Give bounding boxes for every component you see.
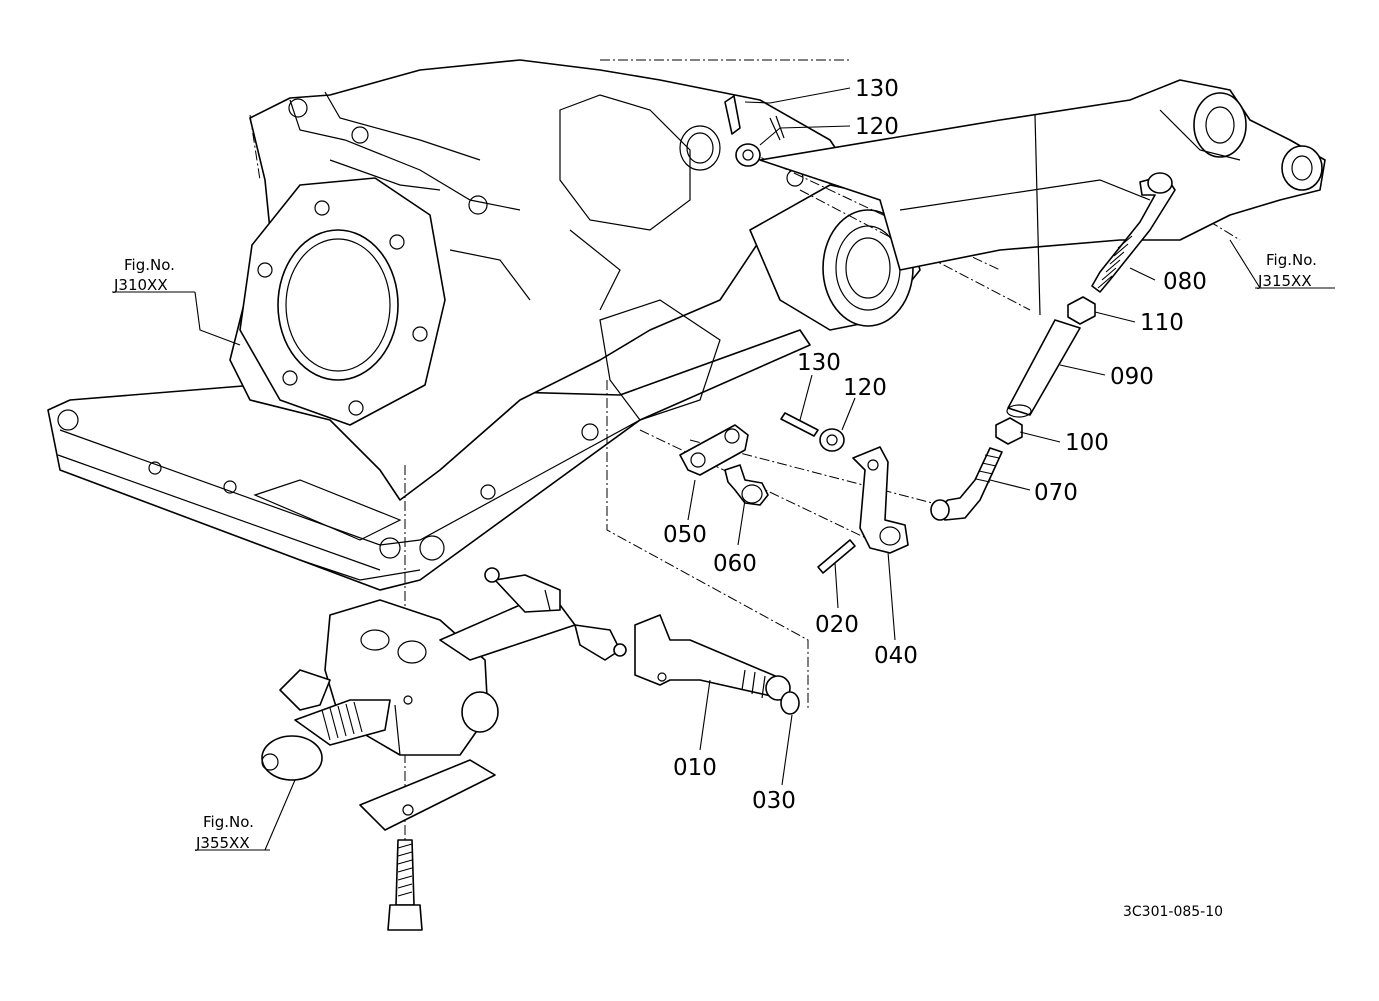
callout-010: 010 [673, 755, 717, 781]
part-130-split-pin-lower [780, 412, 819, 437]
part-020-pin [817, 539, 856, 574]
callout-070: 070 [1034, 480, 1078, 506]
part-080-rod-end-upper [1091, 172, 1176, 293]
callout-100: 100 [1065, 430, 1109, 456]
callout-040: 040 [874, 643, 918, 669]
fig-ref-j310-line2: J310XX [113, 276, 168, 294]
callout-120-lower: 120 [843, 375, 887, 401]
part-090-turnbuckle-sleeve [1006, 319, 1081, 418]
fig-ref-j355-line1: Fig.No. [203, 813, 254, 831]
transmission-housing [47, 59, 1241, 930]
callout-120-upper: 120 [855, 114, 899, 140]
fig-ref-j315-line1: Fig.No. [1266, 251, 1317, 269]
callout-050: 050 [663, 522, 707, 548]
fig-ref-j310-line1: Fig.No. [124, 256, 175, 274]
leader-lines [194, 87, 1261, 851]
callout-130-lower: 130 [797, 350, 841, 376]
callout-130-upper: 130 [855, 76, 899, 102]
drawing-number: 3C301-085-10 [1123, 904, 1223, 920]
part-120-washer-lower [819, 428, 845, 452]
callout-020: 020 [815, 612, 859, 638]
control-valve-assembly [261, 567, 627, 931]
part-060-stud [724, 464, 769, 506]
fig-ref-j355-line2: J355XX [195, 834, 250, 852]
callout-090: 090 [1110, 364, 1154, 390]
part-010-lever-shaft [634, 614, 791, 701]
part-050-plate [679, 424, 749, 476]
callout-080: 080 [1163, 269, 1207, 295]
callout-030: 030 [752, 788, 796, 814]
lift-arm [759, 79, 1326, 316]
part-070-rod-end-lower [930, 447, 1003, 521]
part-100-nut [995, 417, 1023, 445]
callout-110: 110 [1140, 310, 1184, 336]
part-110-nut [1067, 296, 1096, 325]
part-120-washer-upper [735, 143, 761, 167]
part-030-o-ring [780, 691, 800, 715]
part-130-split-pin-upper [724, 95, 785, 141]
part-040-lever-arm [852, 446, 909, 554]
fig-ref-j315-line2: J315XX [1257, 272, 1312, 290]
callout-060: 060 [713, 551, 757, 577]
